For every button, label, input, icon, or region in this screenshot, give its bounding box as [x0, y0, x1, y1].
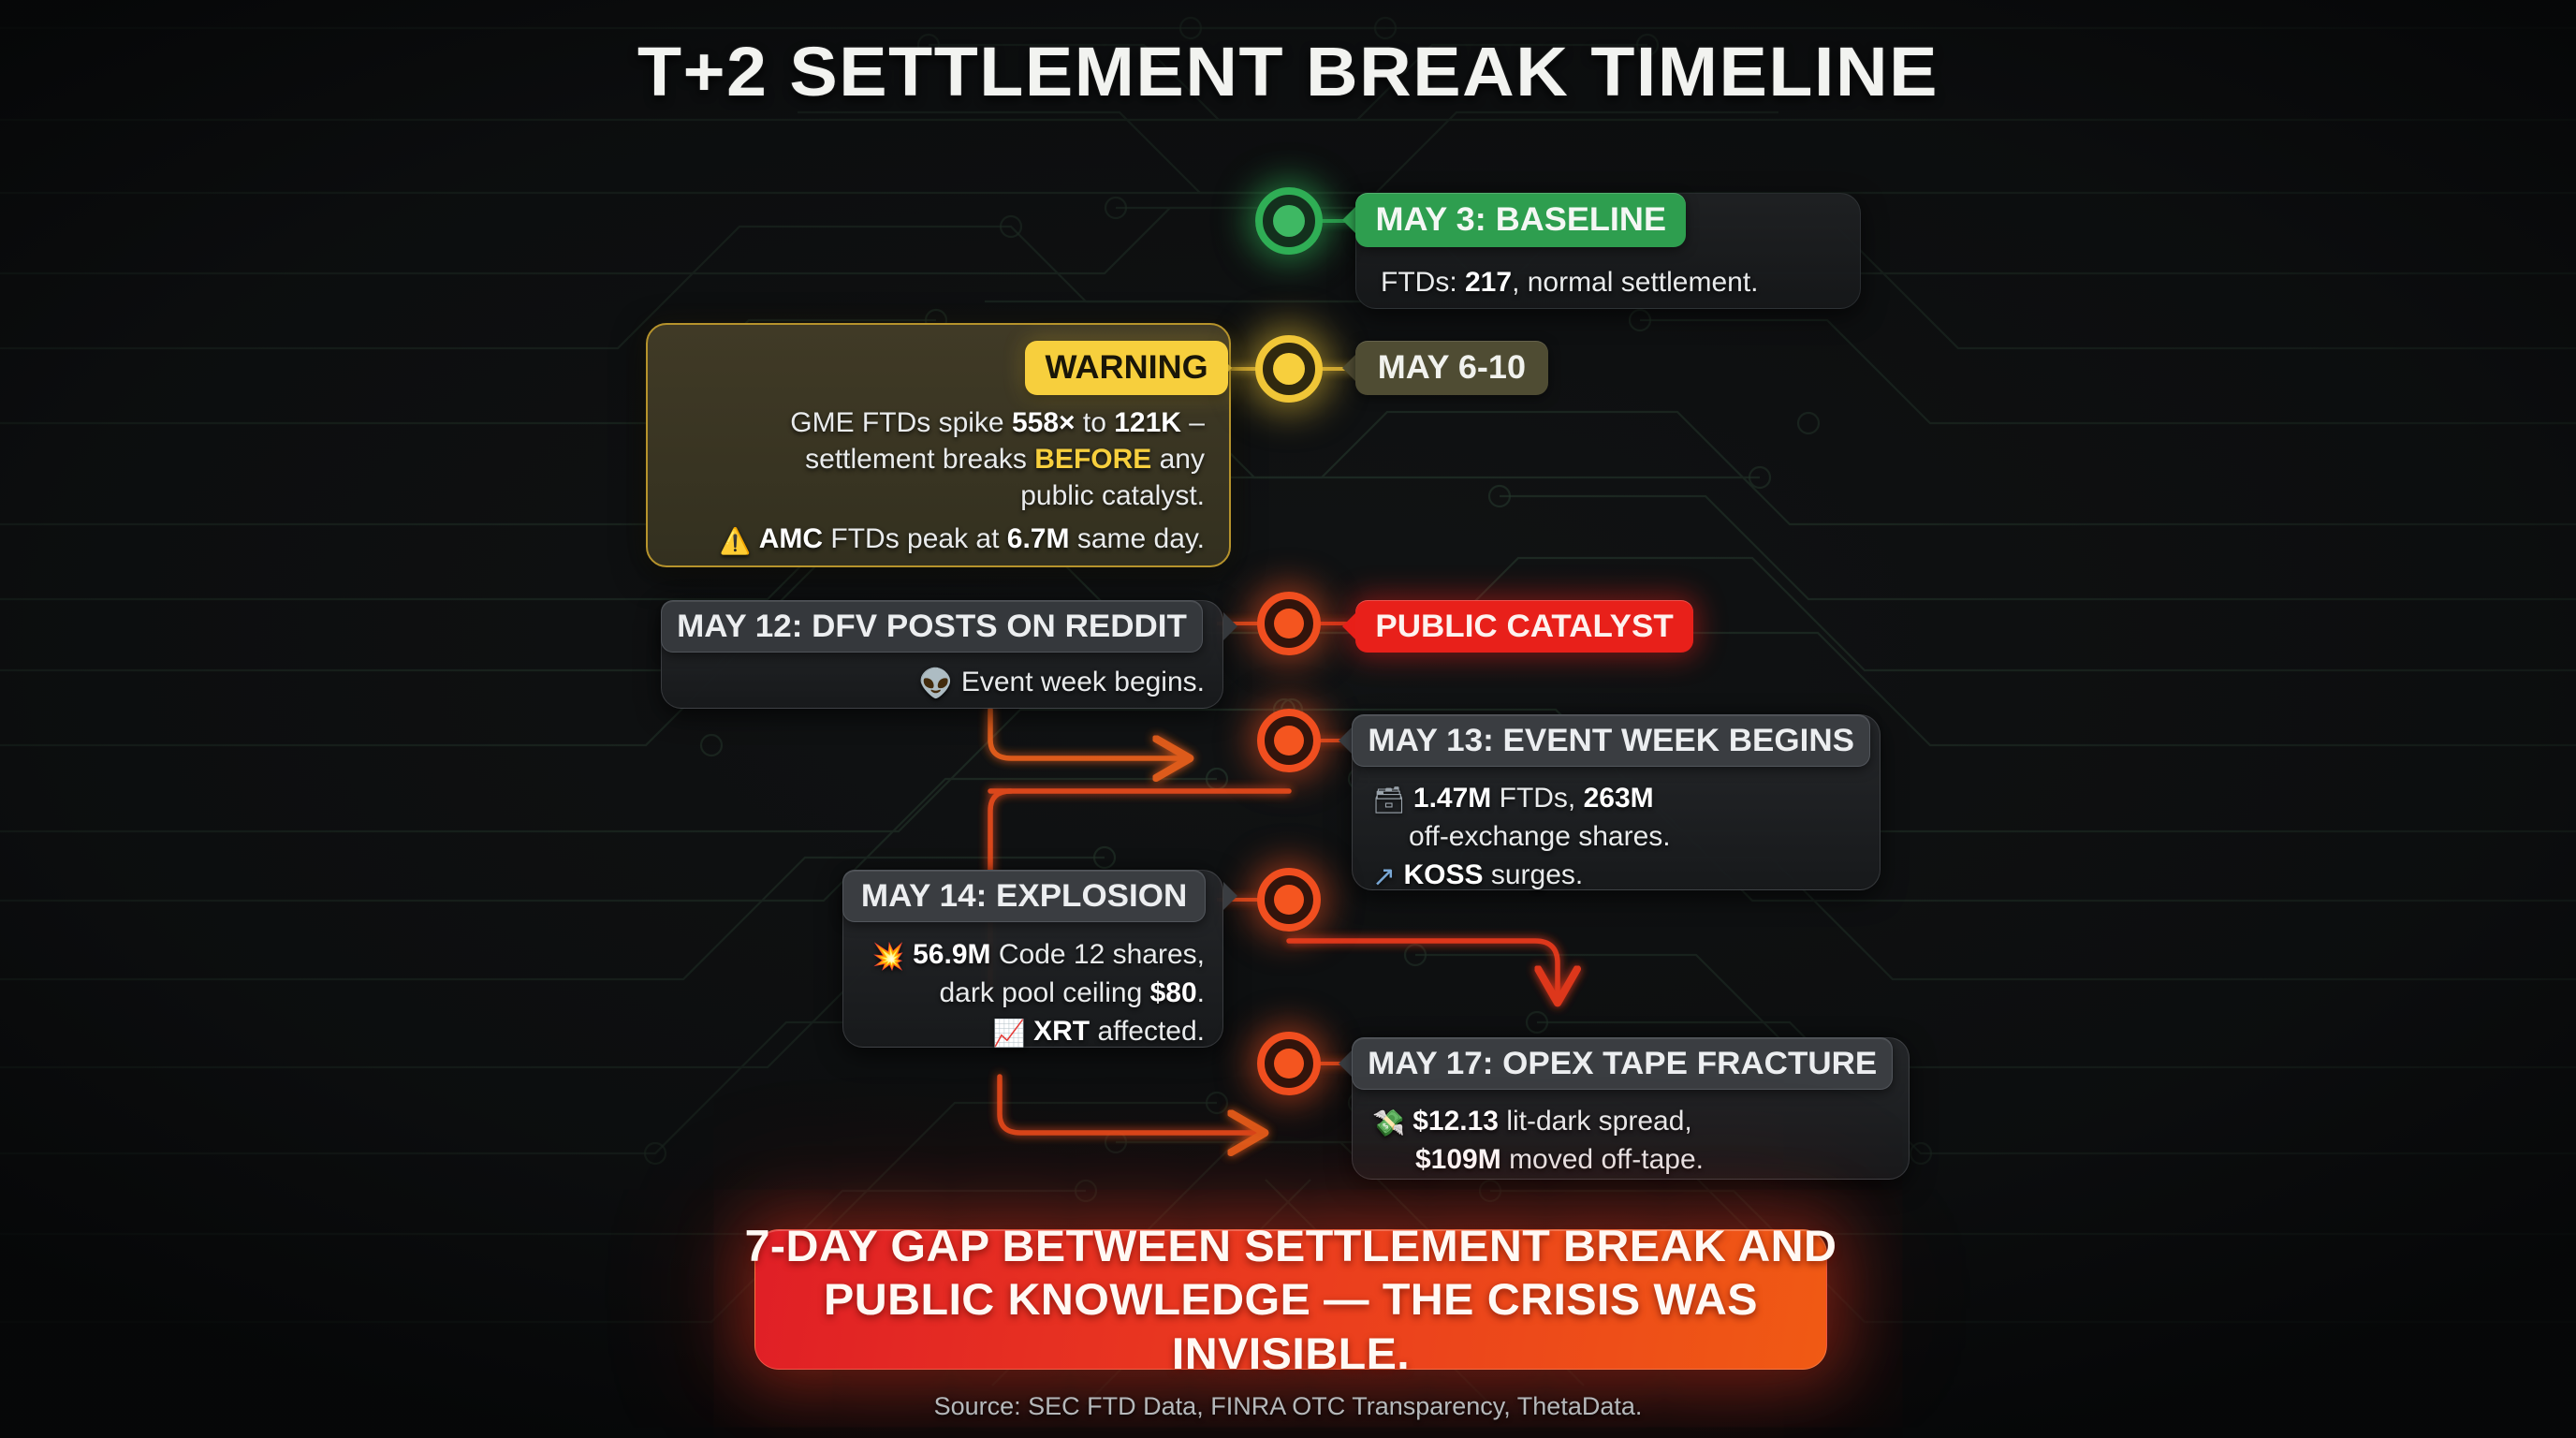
event-detail-may14-line2: dark pool ceiling $80. — [939, 977, 1205, 1008]
event-badge-may12[interactable]: MAY 12: DFV POSTS ON REDDIT — [661, 600, 1203, 653]
timeline-node-may17[interactable] — [1257, 1032, 1321, 1095]
conclusion-banner-line2: PUBLIC KNOWLEDGE — THE CRISIS WAS INVISI… — [824, 1274, 1758, 1378]
source-note: Source: SEC FTD Data, FINRA OTC Transpar… — [933, 1392, 1643, 1420]
badge-notch-may13 — [1339, 726, 1353, 755]
timeline-node-may12[interactable] — [1257, 592, 1321, 655]
public-catalyst-badge[interactable]: PUBLIC CATALYST — [1355, 600, 1694, 653]
event-badge-may17[interactable]: MAY 17: OPEX TAPE FRACTURE — [1352, 1037, 1894, 1090]
event-detail-may13-line2: off-exchange shares. — [1409, 821, 1671, 852]
event-detail-may6-line3: public catalyst. — [1020, 480, 1205, 511]
event-badge-label: MAY 6-10 — [1377, 349, 1527, 386]
event-badge-may13[interactable]: MAY 13: EVENT WEEK BEGINS — [1352, 714, 1871, 767]
event-detail-may17-line1: 💸 $12.13 lit-dark spread, — [1372, 1103, 1692, 1140]
event-detail-may12-line1: 👽 Event week begins. — [918, 667, 1205, 700]
chart-increasing-icon: 📈 — [992, 1018, 1026, 1049]
event-badge-label: MAY 14: EXPLOSION — [860, 877, 1188, 914]
event-detail-may14-line3: 📈 XRT affected. — [993, 1013, 1205, 1050]
event-detail-may6-line4: ⚠️ AMC FTDs peak at 6.7M same day. — [720, 521, 1205, 558]
event-detail-may6-line1: GME FTDs spike 558× to 121K – — [790, 407, 1205, 438]
event-badge-label: MAY 3: BASELINE — [1375, 201, 1666, 238]
money-with-wings-icon: 💸 — [1372, 1108, 1405, 1138]
badge-notch-may14 — [1223, 882, 1237, 910]
badge-notch-may17 — [1339, 1049, 1353, 1078]
event-badge-may3[interactable]: MAY 3: BASELINE — [1355, 193, 1687, 247]
event-detail-may3-line1: FTDs: 217, normal settlement. — [1381, 267, 1759, 298]
event-detail-may13-line3: ↗ KOSS surges. — [1372, 859, 1584, 893]
arrow-up-right-icon: ↗ — [1372, 860, 1397, 893]
explosion-icon: 💥 — [871, 941, 905, 972]
timeline-node-may13[interactable] — [1257, 709, 1321, 772]
badge-notch-may12 — [1223, 612, 1237, 640]
timeline-node-may14[interactable] — [1257, 868, 1321, 932]
public-catalyst-label: PUBLIC CATALYST — [1375, 608, 1674, 644]
database-stack-icon: 🗃 — [1372, 785, 1406, 815]
event-detail-may14-line1: 💥 56.9M Code 12 shares, — [872, 936, 1205, 974]
conclusion-banner-line1: 7-DAY GAP BETWEEN SETTLEMENT BREAK AND — [744, 1221, 1837, 1271]
page-title: T+2 SETTLEMENT BREAK TIMELINE — [637, 33, 1939, 110]
timeline-node-may6[interactable] — [1255, 335, 1323, 403]
catalyst-badge-notch — [1342, 612, 1356, 640]
event-detail-may13-line1: 🗃 1.47M FTDs, 263M — [1372, 780, 1654, 817]
event-badge-label: MAY 13: EVENT WEEK BEGINS — [1368, 722, 1855, 758]
event-detail-may6-line2: settlement breaks BEFORE any — [805, 444, 1205, 475]
conclusion-banner: 7-DAY GAP BETWEEN SETTLEMENT BREAK AND P… — [745, 1221, 1837, 1378]
event-badge-may6[interactable]: MAY 6-10 — [1355, 341, 1548, 395]
event-badge-label: MAY 12: DFV POSTS ON REDDIT — [677, 608, 1187, 644]
timeline-node-may3[interactable] — [1255, 187, 1323, 255]
event-badge-may14[interactable]: MAY 14: EXPLOSION — [842, 870, 1207, 922]
event-badge-label: MAY 17: OPEX TAPE FRACTURE — [1368, 1045, 1878, 1081]
warning-flag-label: WARNING — [1045, 349, 1208, 386]
reddit-alien-icon: 👽 — [918, 668, 954, 700]
warning-triangle-icon: ⚠️ — [719, 527, 752, 556]
event-detail-may17-line2: $109M moved off-tape. — [1415, 1144, 1704, 1175]
warning-flag-badge[interactable]: WARNING — [1025, 341, 1229, 395]
